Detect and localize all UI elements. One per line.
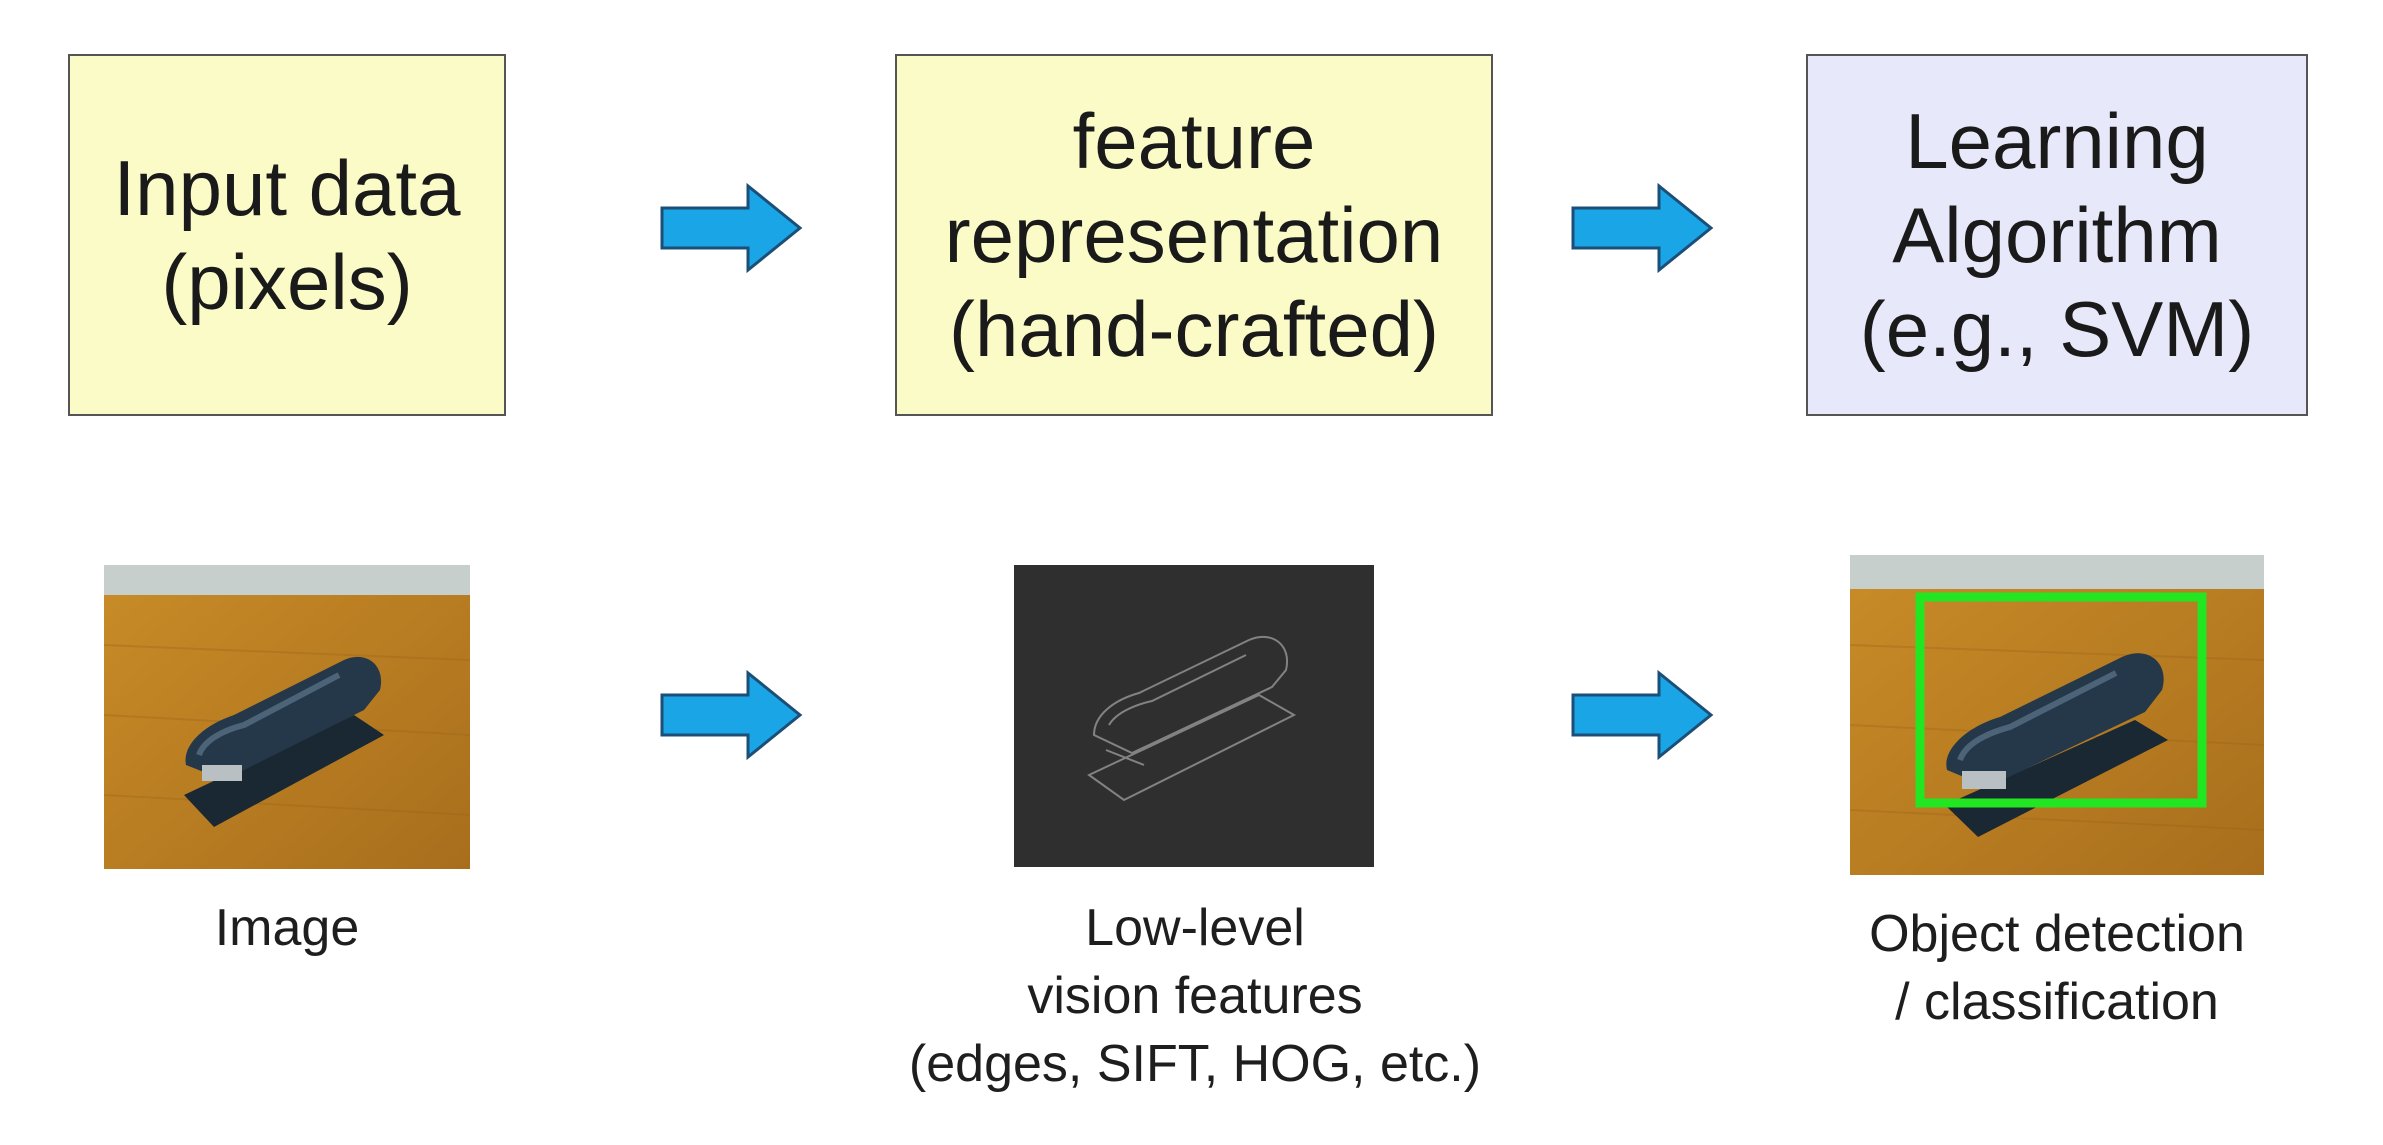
caption-features: Low-level vision features (edges, SIFT, … [850, 894, 1540, 1098]
right-arrow-icon [660, 669, 803, 761]
caption-image-line-1: Image [214, 899, 360, 957]
learning-algorithm-box: Learning Algorithm (e.g., SVM) [1806, 54, 2308, 416]
input-data-box-line-1: Input data [113, 144, 461, 232]
right-arrow-icon [1571, 669, 1714, 761]
caption-detection: Object detection / classification [1810, 900, 2304, 1036]
learning-box-line-3: (e.g., SVM) [1859, 285, 2255, 373]
feature-box-line-3: (hand-crafted) [949, 285, 1439, 373]
caption-features-line-3: (edges, SIFT, HOG, etc.) [908, 1035, 1482, 1093]
stapler-photo [104, 565, 470, 869]
caption-features-line-2: vision features [1027, 967, 1363, 1025]
feature-box-line-2: representation [944, 191, 1444, 279]
caption-image: Image [150, 894, 424, 962]
input-data-box: Input data (pixels) [68, 54, 506, 416]
edge-map-image [1014, 565, 1374, 867]
caption-detection-line-1: Object detection [1869, 905, 2245, 963]
feature-box-line-1: feature [1072, 97, 1316, 185]
right-arrow-icon [1571, 182, 1714, 274]
learning-box-line-2: Algorithm [1892, 191, 2222, 279]
caption-features-line-1: Low-level [1085, 899, 1305, 957]
right-arrow-icon [660, 182, 803, 274]
learning-box-line-1: Learning [1905, 97, 2209, 185]
detection-photo [1850, 555, 2264, 875]
input-data-box-line-2: (pixels) [161, 238, 413, 326]
caption-detection-line-2: / classification [1895, 973, 2219, 1031]
feature-representation-box: feature representation (hand-crafted) [895, 54, 1493, 416]
detection-box [1915, 592, 2207, 808]
